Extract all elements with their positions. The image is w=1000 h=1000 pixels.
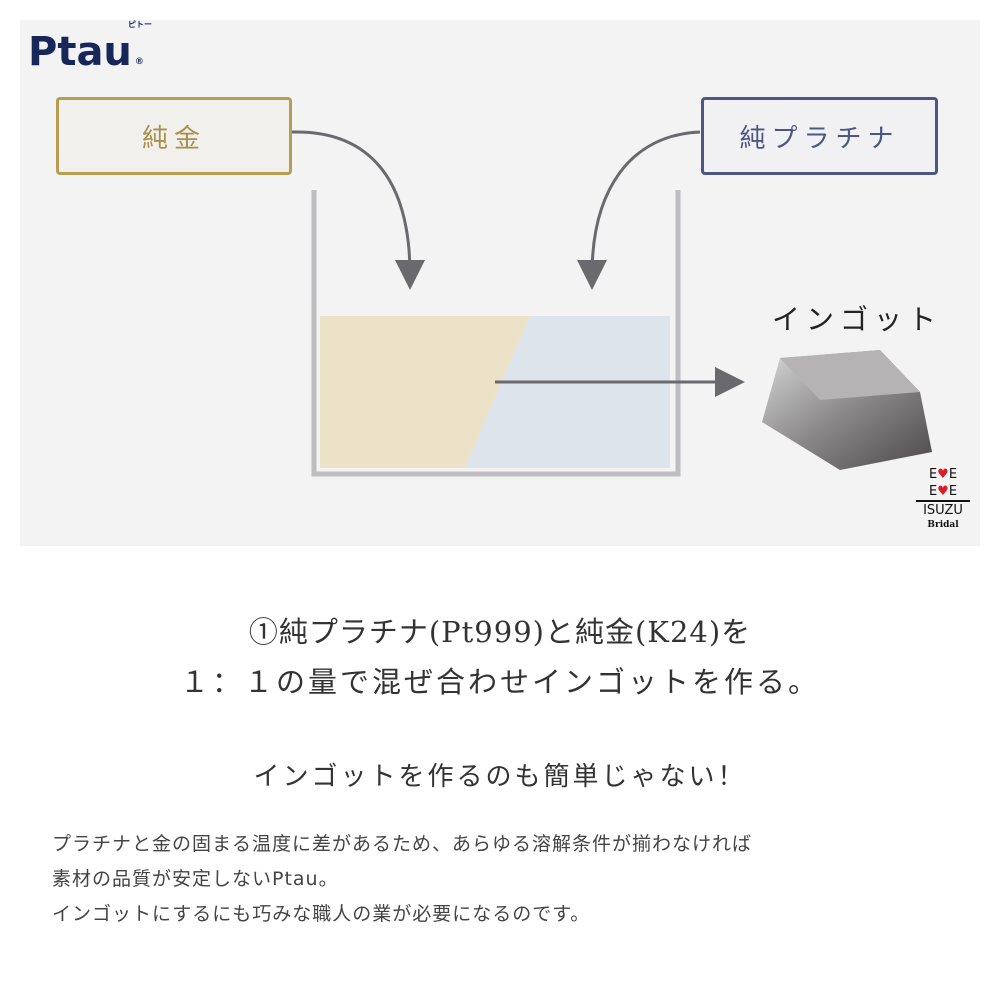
beaker [311, 190, 681, 477]
ptau-logo: ピトー Ptau ® [28, 20, 152, 74]
registered-mark: ® [134, 57, 144, 67]
brand-line-4: Bridal [927, 520, 959, 530]
platinum-label: 純プラチナ [739, 123, 900, 154]
platinum-arrow [577, 130, 701, 290]
illustration: 純金 純プラチナ インゴット ピトー Ptau ® E♥E E♥E ISUZU … [20, 20, 980, 546]
logo-text: Ptau [28, 29, 132, 75]
platinum-liquid [465, 316, 670, 468]
gold-liquid [320, 316, 530, 468]
mixing-diagram [291, 130, 932, 477]
body-line-2: 素材の品質が安定しないPtau。 [52, 868, 339, 890]
gold-box: 純金 [56, 97, 292, 175]
platinum-box: 純プラチナ [701, 97, 938, 175]
gold-label: 純金 [141, 123, 206, 154]
gold-arrow [291, 130, 425, 290]
heading-line-2: １：１の量で混ぜ合わせインゴットを作る。 [179, 665, 820, 699]
body-line-3: インゴットにするにも巧みな職人の業が必要になるのです。 [52, 903, 591, 925]
brand-line-2: E♥E [928, 484, 958, 499]
ingot-label: インゴット [772, 303, 943, 336]
body-line-1: プラチナと金の固まる温度に差があるため、あらゆる溶解条件が揃わなければ [52, 833, 753, 855]
ingot-icon [762, 350, 932, 470]
brand-line-1: E♥E [928, 467, 958, 482]
heading-line-1: ①純プラチナ(Pt999)と純金(K24)を [248, 615, 752, 649]
eve-isuzu-logo: E♥E E♥E ISUZU Bridal [916, 466, 970, 532]
subheading: インゴットを作るのも簡単じゃない！ [253, 762, 747, 792]
brand-line-3: ISUZU [916, 500, 970, 519]
logo-ruby: ピトー [128, 20, 152, 29]
